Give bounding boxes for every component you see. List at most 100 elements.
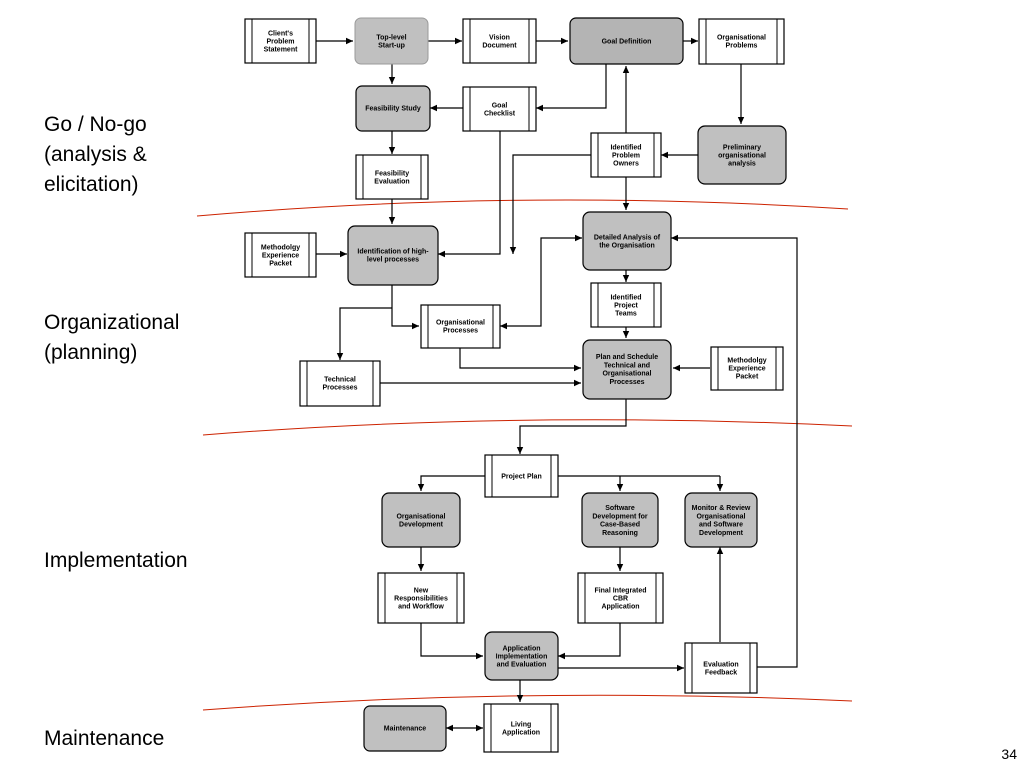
node-label-line: Experience [728, 366, 765, 373]
node-label-line: Packet [269, 261, 292, 268]
phase-divider-2 [202, 419, 853, 436]
node-label-line: Responsibilities [394, 596, 448, 603]
connector-problem-owners-to-identification [509, 154, 591, 254]
node-label-line: Statement [264, 47, 299, 54]
node-label-line: Project [614, 303, 638, 310]
node-label-line: Packet [736, 374, 759, 381]
node-label-line: Application [502, 730, 540, 737]
connector-detailed-analysis-to-org-processes [500, 234, 582, 330]
connector-goal-definition-to-checklist [536, 64, 607, 112]
node-label-line: Monitor & Review [692, 505, 751, 512]
connector-org-processes-to-plan [459, 348, 581, 372]
node-feasibility-study: Feasibility Study [355, 85, 431, 132]
node-label-line: Organisational [436, 319, 485, 326]
node-label-line: Feedback [705, 670, 737, 677]
node-label-line: level processes [367, 257, 419, 264]
node-label-line: Methodolgy [261, 244, 300, 251]
node-label-line: Application [502, 645, 540, 652]
connector-checklist-to-identification [438, 131, 501, 258]
node-label-line: and Workflow [398, 604, 444, 611]
svg-text:Maintenance: Maintenance [384, 726, 427, 733]
node-label-line: Methodolgy [727, 357, 766, 364]
node-label-line: Identified [610, 144, 641, 151]
node-label-line: Project Plan [501, 474, 541, 481]
node-label-line: Checklist [484, 111, 516, 118]
node-label-line: Top-level [376, 34, 406, 41]
node-label-line: Processes [322, 385, 357, 392]
node-label-line: Implementation [496, 654, 548, 661]
node-label-line: Problem [612, 153, 640, 160]
connector-cbr-to-application [558, 623, 621, 660]
svg-text:Goal Definition: Goal Definition [602, 39, 652, 46]
node-label-line: Evaluation [703, 661, 738, 668]
node-label-line: Software [605, 505, 635, 512]
node-label-line: the Organisation [599, 243, 655, 250]
phase-label-go-no-go: Go / No-go (analysis & elicitation) [44, 113, 147, 196]
connector-identification-to-technical-processes [336, 307, 392, 360]
node-label-line: Goal [492, 102, 508, 109]
connector-project-plan-to-software-development [558, 475, 720, 491]
node-label-line: Feasibility Study [365, 106, 421, 113]
phase-label-organizational: Organizational (planning) [44, 311, 180, 364]
node-label-line: Processes [609, 379, 644, 386]
phase-divider-1 [196, 199, 849, 217]
node-label-line: organisational [718, 153, 766, 160]
node-label-line: Case-Based [600, 522, 640, 529]
node-identification-processes: Identification of high-level processes [347, 225, 439, 286]
phase-label-implementation: Implementation [44, 549, 188, 572]
node-label-line: Problem [266, 39, 294, 46]
node-label-line: Plan and Schedule [596, 354, 658, 361]
node-label-line: Technical and [604, 362, 650, 369]
node-label-line: Owners [613, 161, 639, 168]
node-label-line: Organisational [696, 513, 745, 520]
connector-responsibilities-to-application [420, 623, 483, 660]
node-label-line: Problems [726, 43, 758, 50]
node-label-line: Client's [268, 30, 293, 37]
node-label-line: analysis [728, 161, 756, 168]
svg-text:Feasibility Study: Feasibility Study [365, 106, 421, 113]
phase-divider-3 [202, 694, 853, 711]
node-label-line: and Software [699, 522, 743, 529]
node-label-line: Final Integrated [594, 587, 646, 594]
node-label-line: Maintenance [384, 726, 427, 733]
node-label-line: Start-up [378, 43, 405, 50]
svg-text:Identification of high-level p: Identification of high-level processes [357, 248, 429, 263]
node-label-line: Processes [443, 328, 478, 335]
node-label-line: Vision [489, 34, 510, 41]
node-label-line: Organisational [602, 371, 651, 378]
node-label-line: Evaluation [374, 179, 409, 186]
node-label-line: Identified [610, 294, 641, 301]
node-label-line: Development [399, 522, 444, 529]
node-label-line: Development [699, 530, 744, 537]
